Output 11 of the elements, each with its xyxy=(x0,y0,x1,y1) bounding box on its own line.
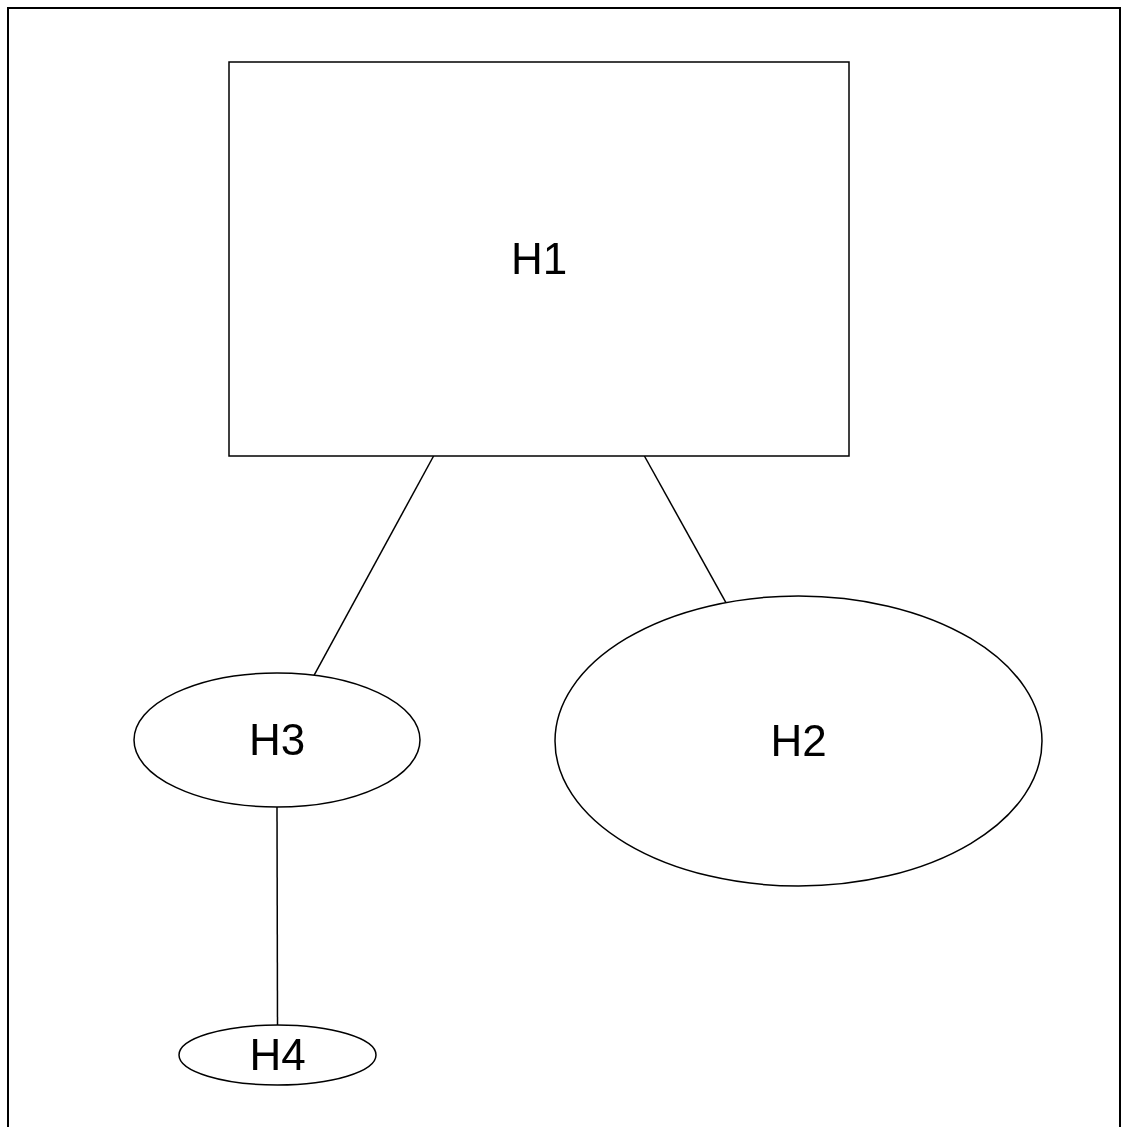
node-label: H4 xyxy=(249,1030,306,1080)
ellipse-node xyxy=(134,673,420,807)
connector-line xyxy=(276,806,279,1026)
node-label: H1 xyxy=(510,234,568,284)
ellipse-node xyxy=(179,1025,376,1085)
node-label: H2 xyxy=(770,716,827,766)
node-label: H3 xyxy=(248,715,306,765)
rectangle-node xyxy=(229,62,849,456)
connector-line xyxy=(643,455,727,604)
connector-line xyxy=(313,455,435,677)
ellipse-node xyxy=(555,596,1042,886)
